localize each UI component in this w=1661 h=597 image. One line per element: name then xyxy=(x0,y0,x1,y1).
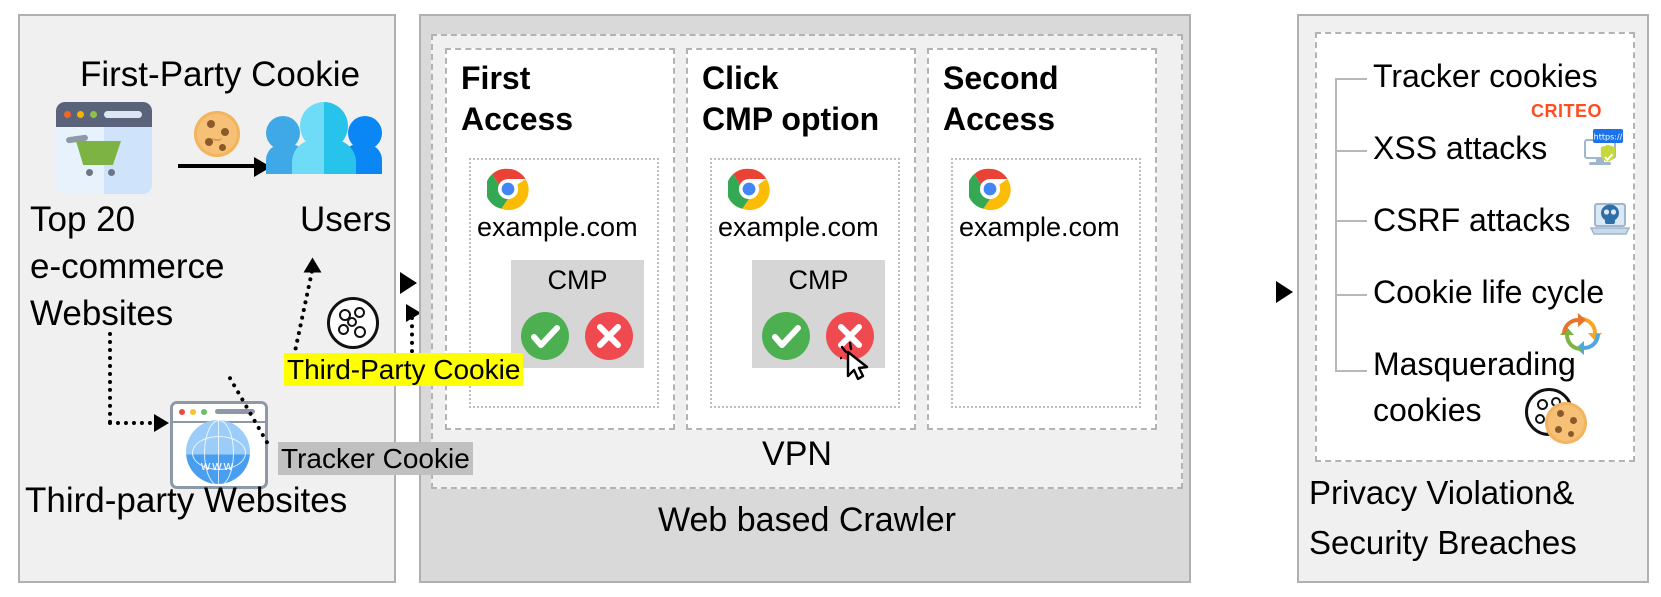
browser-window: example.com CMP xyxy=(710,158,900,408)
third-party-websites-label: Third-party Websites xyxy=(25,481,348,520)
outcome-item-masquerading: Masquerading xyxy=(1373,346,1576,382)
criteo-logo-icon: CRITEO xyxy=(1531,101,1603,121)
laptop-skull-icon xyxy=(1589,203,1631,235)
source-label-line1: Top 20 xyxy=(30,200,136,239)
privacy-violation-footer: Privacy Violation&Security Breaches xyxy=(1309,468,1577,567)
check-circle-icon xyxy=(531,325,560,348)
check-circle-icon xyxy=(772,325,801,348)
cmp-label: CMP xyxy=(547,265,608,295)
dotted-connector-to-crawler xyxy=(410,316,414,378)
source-label-line3: Websites xyxy=(30,294,174,333)
arrow-site-to-users xyxy=(178,164,256,168)
cmp-reject-button[interactable] xyxy=(826,312,874,360)
cross-circle-icon xyxy=(838,324,862,348)
bracket-tick xyxy=(1335,370,1367,372)
arrow-right-icon xyxy=(154,414,169,432)
arrow-up-right-icon xyxy=(406,304,421,322)
cookie-icon xyxy=(1545,402,1587,444)
bracket-tick xyxy=(1335,294,1367,296)
chrome-icon xyxy=(728,168,770,210)
cmp-banner: CMP xyxy=(752,260,885,380)
first-party-cookie-label: First-Party Cookie xyxy=(80,55,361,94)
left-panel-data-sources: First-Party Cookie xyxy=(18,14,524,583)
www-text: www xyxy=(200,458,236,473)
right-panel-outcomes: Tracker cookies CRITEO XSS attacks https… xyxy=(1297,14,1649,583)
outcomes-container xyxy=(1315,32,1635,462)
dotted-connector-ecommerce-h xyxy=(108,421,160,425)
users-group-icon xyxy=(266,102,382,174)
cmp-reject-button[interactable] xyxy=(585,312,633,360)
cmp-banner: CMP xyxy=(511,260,644,368)
outcome-item-xss-attacks: XSS attacks xyxy=(1373,130,1548,166)
bracket-tick xyxy=(1335,78,1367,80)
outcome-item-tracker-cookies: Tracker cookies xyxy=(1373,58,1598,94)
cmp-accept-button[interactable] xyxy=(762,312,810,360)
dotted-connector-ecommerce xyxy=(108,332,112,424)
third-party-site-icon: www xyxy=(170,401,268,489)
chrome-icon xyxy=(487,168,529,210)
footer-line2: Security Breaches xyxy=(1309,523,1577,561)
cmp-accept-button[interactable] xyxy=(521,312,569,360)
bracket-line xyxy=(1335,78,1337,370)
arrow-up-icon xyxy=(303,257,322,273)
lifecycle-arrows-icon xyxy=(1560,313,1602,355)
outcome-item-masquerading-line2: cookies xyxy=(1373,392,1482,428)
cross-circle-icon xyxy=(597,324,621,348)
third-party-cookie-text: Third-Party Cookie xyxy=(284,353,524,386)
source-label: Top 20 xyxy=(30,201,135,275)
arrow-middle-to-right xyxy=(1276,281,1293,303)
https-monitor-shield-icon: https:// xyxy=(1584,129,1623,165)
vpn-label: VPN xyxy=(762,435,832,473)
site-url: example.com xyxy=(477,212,638,242)
bracket-tick xyxy=(1335,220,1367,222)
browser-window: example.com xyxy=(951,158,1141,408)
tracker-cookie-text: Tracker Cookie xyxy=(278,442,473,475)
third-party-cookie-label: Third-Party Cookie xyxy=(284,353,524,386)
outcome-item-csrf-attacks: CSRF attacks xyxy=(1373,202,1571,238)
tracker-cookie-label: Tracker Cookie xyxy=(278,442,473,475)
site-url: example.com xyxy=(718,212,879,242)
mouse-click-cursor-icon xyxy=(840,342,869,380)
arrow-left-to-middle xyxy=(400,272,417,294)
users-label: Users xyxy=(300,200,392,239)
browser-window: example.com CMP xyxy=(469,158,659,408)
outcome-item-cookie-life-cycle: Cookie life cycle xyxy=(1373,274,1605,310)
cmp-label: CMP xyxy=(788,265,849,295)
bracket-tick xyxy=(1335,150,1367,152)
svg-text:https://: https:// xyxy=(1594,133,1623,142)
footer-line1: Privacy Violation& xyxy=(1309,474,1575,511)
outline-cookie-icon xyxy=(327,297,379,349)
site-url: example.com xyxy=(959,212,1120,242)
ecommerce-site-icon xyxy=(56,102,152,194)
source-label-line2: e-commerce xyxy=(30,247,225,286)
crawler-label: Web based Crawler xyxy=(658,501,956,539)
chrome-icon xyxy=(969,168,1011,210)
cookie-icon xyxy=(194,111,240,157)
